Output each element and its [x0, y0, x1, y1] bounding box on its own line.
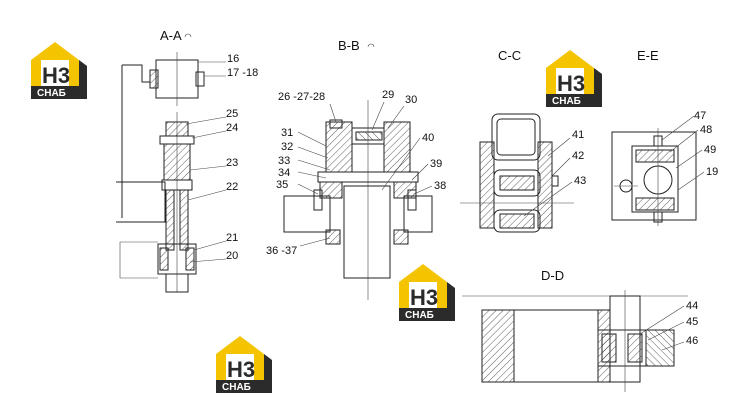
logo-mark: H3	[410, 285, 438, 310]
view-title-aa: A-A	[160, 28, 182, 43]
callout-25: 25	[226, 108, 238, 120]
callout-36-37: 36 -37	[266, 245, 297, 257]
callout-42: 42	[572, 150, 584, 162]
callout-44: 44	[686, 300, 698, 312]
logo-mark: H3	[557, 71, 585, 96]
logo-brand: CHAБ	[37, 88, 66, 99]
callout-46: 46	[686, 335, 698, 347]
callout-41: 41	[572, 129, 584, 141]
view-title-cc: C-C	[498, 48, 521, 63]
callout-34: 34	[278, 167, 290, 179]
callout-49: 49	[704, 144, 716, 156]
view-title-ee: E-E	[637, 48, 659, 63]
logo-brand: CHAБ	[552, 96, 581, 107]
logo-mark: H3	[42, 63, 70, 88]
callout-17-18: 17 -18	[227, 67, 258, 79]
callout-23: 23	[226, 157, 238, 169]
callout-24: 24	[226, 122, 238, 134]
callout-43: 43	[574, 175, 586, 187]
view-aa: A-A 16 17 -18 25 24	[116, 28, 258, 293]
callout-33: 33	[278, 155, 290, 167]
brand-logo-2: H3 CHAБ	[546, 50, 602, 107]
logo-mark: H3	[227, 357, 255, 382]
logo-brand: CHAБ	[405, 310, 434, 321]
view-ee: E-E 47 48 49 19	[611, 48, 718, 226]
callout-20: 20	[226, 250, 238, 262]
callout-32: 32	[281, 141, 293, 153]
callout-26-27-28: 26 -27-28	[278, 91, 325, 103]
callout-39: 39	[430, 158, 442, 170]
callout-38: 38	[434, 180, 446, 192]
callout-31: 31	[281, 127, 293, 139]
callout-21: 21	[226, 232, 238, 244]
view-bb: B-B 26 -27-28 29	[266, 38, 446, 300]
view-title-bb: B-B	[338, 38, 360, 53]
callout-29: 29	[382, 89, 394, 101]
brand-logo-1: H3 CHAБ	[31, 42, 87, 99]
callout-45: 45	[686, 316, 698, 328]
callout-22: 22	[226, 181, 238, 193]
view-title-dd: D-D	[541, 268, 564, 283]
view-dd: D-D 44 45 46	[462, 268, 698, 392]
callout-19: 19	[706, 166, 718, 178]
callout-40: 40	[422, 132, 434, 144]
brand-logo-3: H3 CHAБ	[399, 264, 455, 321]
callout-30: 30	[405, 94, 417, 106]
callout-16: 16	[227, 53, 239, 65]
callout-35: 35	[276, 179, 288, 191]
logo-brand: CHAБ	[222, 382, 251, 393]
view-cc: C-C 41 42 43	[460, 48, 586, 233]
brand-logo-4: H3 CHAБ	[216, 336, 272, 393]
callout-48: 48	[700, 124, 712, 136]
callout-47: 47	[694, 110, 706, 122]
